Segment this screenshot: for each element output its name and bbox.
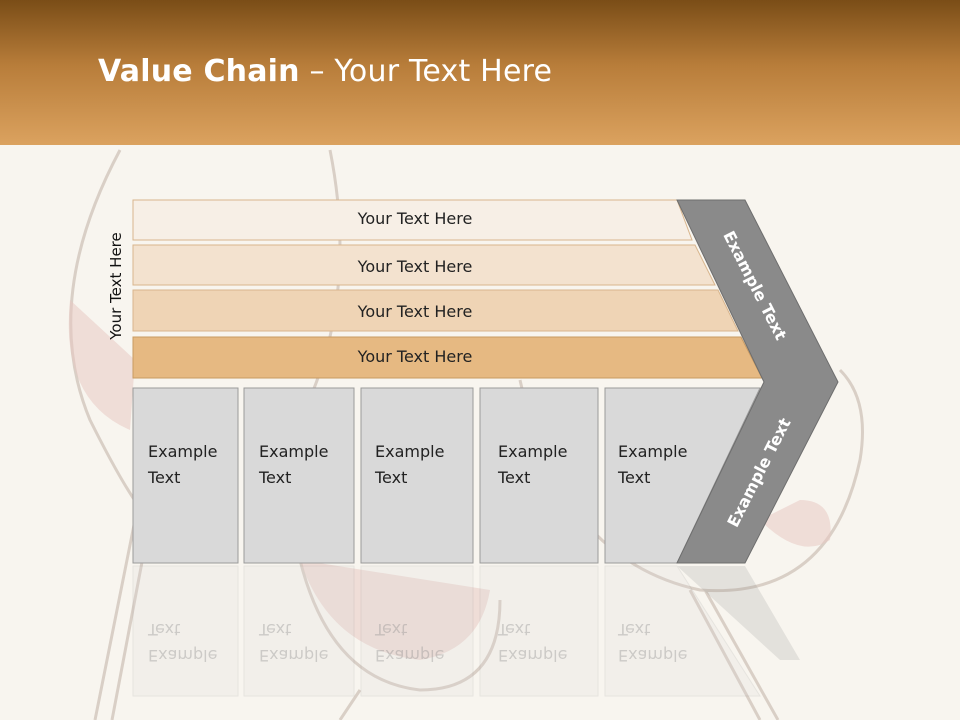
box-2-line1: Example (259, 442, 329, 461)
box-3-line2: Text (375, 468, 408, 487)
bar-3 (132, 289, 739, 332)
box-1-line2: Text (148, 468, 181, 487)
bar-3-label: Your Text Here (357, 302, 473, 321)
bar-2-label: Your Text Here (357, 257, 473, 276)
bar-4-label: Your Text Here (357, 347, 473, 366)
slide-title: Value Chain – Your Text Here (98, 54, 552, 89)
box-3 (360, 387, 474, 564)
box-1 (132, 387, 239, 564)
header-band: Value Chain – Your Text Here (0, 0, 960, 145)
box-4-reflection-line1: Example (498, 646, 568, 665)
title-bold: Value Chain (98, 54, 300, 89)
box-2-reflection: Example Text (259, 616, 349, 668)
box-5-reflection-line2: Text (618, 620, 651, 639)
box-3-line1: Example (375, 442, 445, 461)
box-5-reflection: Example Text (618, 616, 708, 668)
box-2-reflection-line1: Example (259, 646, 329, 665)
box-4-reflection: Example Text (498, 616, 588, 668)
bar-1-label: Your Text Here (357, 209, 473, 228)
box-1-reflection-line1: Example (148, 646, 218, 665)
box-4 (479, 387, 599, 564)
box-4-line2: Text (498, 468, 531, 487)
box-5-reflection-line1: Example (618, 646, 688, 665)
box-1-line1: Example (148, 442, 218, 461)
bar-2 (132, 244, 716, 286)
reflection (132, 565, 800, 697)
box-2-line2: Text (259, 468, 292, 487)
box-5-line1: Example (618, 442, 688, 461)
box-2 (243, 387, 355, 564)
box-3-reflection: Example Text (375, 616, 465, 668)
box-3-reflection-line2: Text (375, 620, 408, 639)
box-3-reflection-line1: Example (375, 646, 445, 665)
box-4-line1: Example (498, 442, 568, 461)
bar-1 (132, 199, 693, 241)
box-4-reflection-line2: Text (498, 620, 531, 639)
chevron-arrow (676, 199, 839, 564)
box-1-reflection: Example Text (148, 616, 238, 668)
title-rest: – Your Text Here (299, 54, 553, 89)
wine-glass-background (68, 149, 864, 720)
box-1-reflection-line2: Text (148, 620, 181, 639)
box-5-line2: Text (618, 468, 651, 487)
box-2-reflection-line2: Text (259, 620, 292, 639)
